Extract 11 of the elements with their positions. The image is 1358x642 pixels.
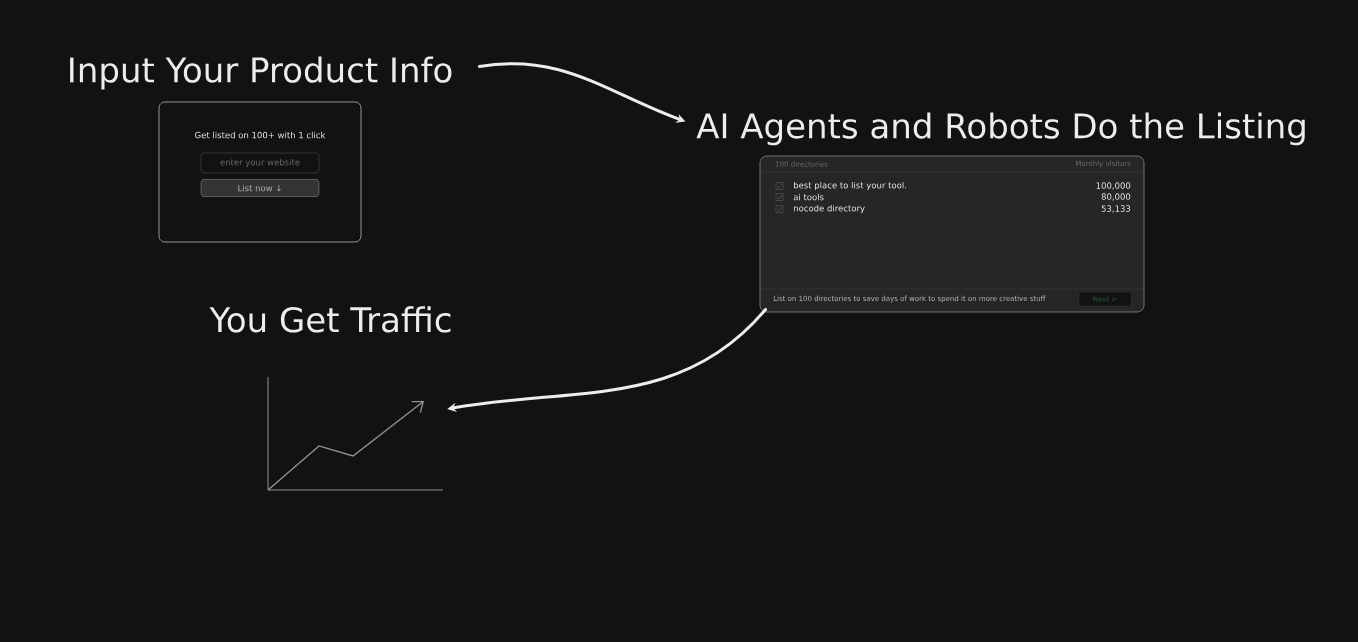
row-text: nocode directory xyxy=(793,204,865,214)
row-text: best place to list your tool. xyxy=(793,181,906,191)
list-button: List now ↓ xyxy=(200,179,320,197)
row-text: ai tools xyxy=(793,193,824,201)
heading: AI Agents and Robots Do the Listing xyxy=(696,112,1305,146)
heading: Input Your Product Info xyxy=(70,56,452,90)
input-field: enter your website xyxy=(200,152,320,174)
visitor-count: 80,000 xyxy=(1101,193,1131,201)
visitor-count: 100,000 xyxy=(1096,182,1131,190)
heading: You Get Traffic xyxy=(209,306,451,333)
visitor-count: 53,133 xyxy=(1101,205,1131,213)
